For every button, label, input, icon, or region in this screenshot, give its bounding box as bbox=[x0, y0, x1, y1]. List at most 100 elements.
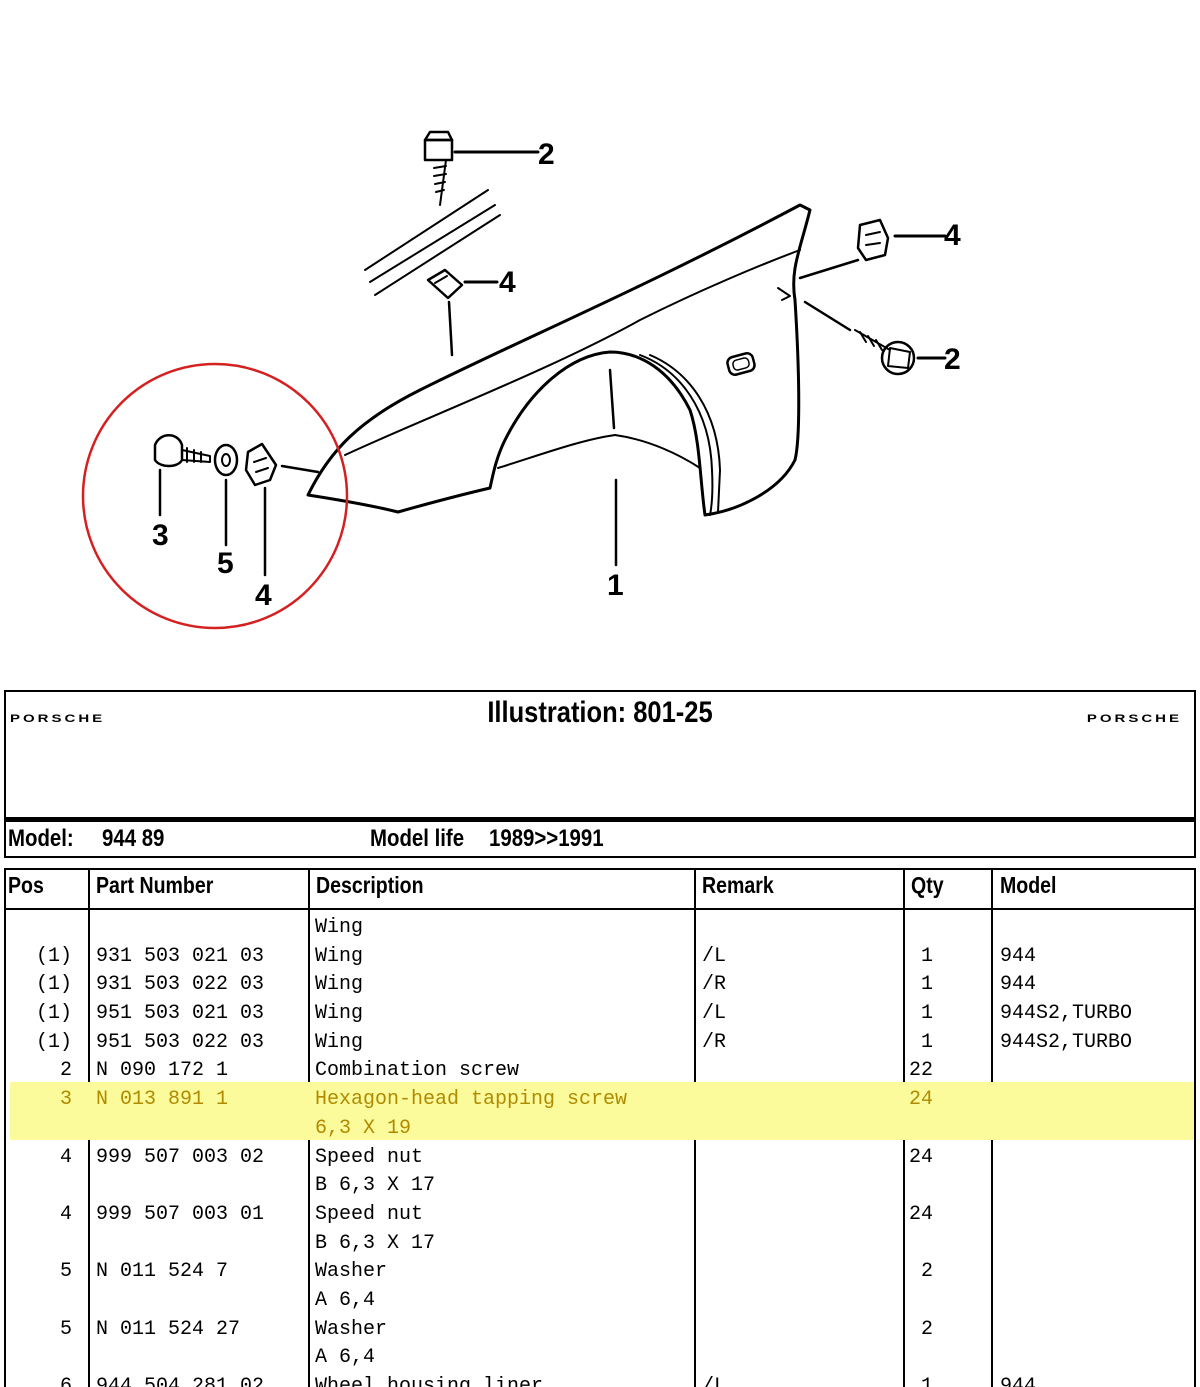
row-description: Wing bbox=[315, 1002, 364, 1026]
row-qty: 2 bbox=[920, 1260, 933, 1284]
row-remark: /L bbox=[702, 1002, 727, 1026]
row-model: 944 bbox=[1000, 973, 1037, 997]
row-description: Washer A 6,4 bbox=[315, 1260, 388, 1312]
table-row: (1) 931 503 021 03 Wing/L 1 944 bbox=[6, 939, 1194, 968]
row-part-number: N 011 524 27 bbox=[96, 1317, 241, 1341]
row-pos: 3 bbox=[59, 1088, 72, 1112]
row-part-number: 931 503 022 03 bbox=[96, 973, 265, 997]
row-pos: 5 bbox=[59, 1260, 72, 1284]
row-description: Wing bbox=[315, 1030, 364, 1054]
wheel-arch-lip bbox=[639, 354, 714, 516]
row-pos: 5 bbox=[59, 1317, 72, 1341]
row-pos: (1) bbox=[35, 973, 72, 997]
wing-crease bbox=[344, 249, 801, 456]
row-pos: (1) bbox=[35, 944, 72, 968]
table-row: 4 999 507 003 01 Speed nut B 6,3 X 17 24 bbox=[6, 1197, 1194, 1255]
col-header-remark: Remark bbox=[702, 872, 774, 898]
illustration-title: Illustration: 801-25 bbox=[487, 696, 713, 729]
row-part-number: 999 507 003 02 bbox=[96, 1145, 265, 1169]
model-life-value: 1989>>1991 bbox=[489, 825, 604, 852]
brand-logo-left: PORSCHE bbox=[10, 712, 106, 725]
row-description: Speed nut B 6,3 X 17 bbox=[315, 1145, 436, 1198]
row-model: 944S2,TURBO bbox=[1000, 1030, 1133, 1054]
row-part-number: 951 503 021 03 bbox=[96, 1002, 265, 1026]
callout-5: 5 bbox=[217, 547, 234, 580]
row-description: Speed nut B 6,3 X 17 bbox=[315, 1202, 436, 1255]
row-pos: 6 bbox=[59, 1375, 72, 1387]
col-header-model: Model bbox=[1000, 872, 1057, 898]
model-life-label: Model life bbox=[370, 825, 465, 852]
model-value: 944 89 bbox=[102, 825, 165, 852]
col-header-qty: Qty bbox=[911, 872, 944, 898]
row-model: 944 bbox=[1000, 944, 1037, 968]
row-description: Hexagon-head tapping screw 6,3 X 19 bbox=[315, 1088, 628, 1140]
row-qty: 1 bbox=[920, 944, 933, 968]
row-qty: 1 bbox=[920, 1030, 933, 1054]
callout-4-detail: 4 bbox=[255, 579, 272, 612]
col-header-description: Description bbox=[316, 872, 424, 898]
brand-logo-right: PORSCHE bbox=[1086, 712, 1182, 725]
table-row: 2 N 090 172 1 Combination screw 22 bbox=[6, 1053, 1194, 1082]
row-part-number: 944 504 281 02 bbox=[96, 1375, 265, 1387]
row-remark: /L bbox=[702, 944, 727, 968]
row-pos: (1) bbox=[35, 1030, 72, 1054]
detail-circle bbox=[81, 362, 349, 630]
callout-2-right: 2 bbox=[944, 343, 961, 376]
row-remark: /R bbox=[702, 1030, 727, 1054]
row-part-number: 999 507 003 01 bbox=[96, 1202, 265, 1226]
sheet-header: PORSCHE Illustration: 801-25 PORSCHE bbox=[4, 690, 1196, 820]
row-remark: /L bbox=[702, 1375, 727, 1387]
table-row: (1) 931 503 022 03 Wing/R 1 944 bbox=[6, 967, 1194, 996]
row-description: Washer A 6,4 bbox=[315, 1317, 388, 1370]
callout-4-right: 4 bbox=[944, 219, 961, 252]
table-row: (1) 951 503 022 03 Wing/R 1 944S2,TURBO bbox=[6, 1025, 1194, 1054]
model-info-row: Model: 944 89 Model life 1989>>1991 bbox=[4, 820, 1196, 858]
side-marker bbox=[726, 352, 756, 376]
row-qty: 1 bbox=[920, 1375, 933, 1387]
row-qty: 22 bbox=[909, 1059, 934, 1083]
row-qty: 24 bbox=[909, 1145, 934, 1169]
row-description: Wing bbox=[315, 973, 364, 997]
exploded-diagram: 2 4 4 2 3 5 4 1 bbox=[0, 0, 1200, 690]
row-pos: 4 bbox=[59, 1145, 72, 1169]
wing-illustration: 2 4 4 2 3 5 4 1 bbox=[81, 130, 961, 630]
row-qty: 24 bbox=[909, 1088, 934, 1112]
row-remark: /R bbox=[702, 973, 727, 997]
row-part-number: 951 503 022 03 bbox=[96, 1030, 265, 1054]
row-pos: (1) bbox=[35, 1002, 72, 1026]
table-row: 4 999 507 003 02 Speed nut B 6,3 X 17 24 bbox=[6, 1140, 1194, 1198]
row-qty: 2 bbox=[920, 1317, 933, 1341]
row-part-number: N 090 172 1 bbox=[96, 1059, 229, 1083]
callout-2-top: 2 bbox=[538, 138, 555, 171]
row-model: 944S2,TURBO bbox=[1000, 1002, 1133, 1026]
row-description: Wing bbox=[315, 944, 364, 968]
callout-1: 1 bbox=[607, 569, 624, 602]
table-row: Wing bbox=[6, 910, 1194, 939]
row-description: Wheel housing liner bbox=[315, 1375, 544, 1387]
row-qty: 1 bbox=[920, 1002, 933, 1026]
parts-sheet: PORSCHE Illustration: 801-25 PORSCHE Mod… bbox=[4, 690, 1196, 1387]
parts-table: Pos Part Number Description Remark Qty M… bbox=[4, 868, 1196, 1387]
row-model: 944 bbox=[1000, 1375, 1037, 1387]
model-label: Model: bbox=[8, 825, 74, 852]
table-row: 6 944 504 281 02 Wheel housing liner/L 1 944 bbox=[6, 1369, 1194, 1387]
row-pos: 4 bbox=[59, 1202, 72, 1226]
wheel-arch-inner bbox=[497, 434, 701, 469]
table-body: Wing (1) 931 503 021 03 Wing/L 1 944 (1) 931 50… bbox=[6, 910, 1194, 1387]
table-row: 5 N 011 524 7 Washer A 6,4 2 bbox=[6, 1254, 1194, 1312]
row-part-number: N 013 891 1 bbox=[96, 1088, 229, 1112]
row-part-number: 931 503 021 03 bbox=[96, 944, 265, 968]
row-description: Combination screw bbox=[315, 1059, 520, 1083]
row-description: Wing bbox=[315, 916, 364, 939]
table-row: 5 N 011 524 27 Washer A 6,4 2 bbox=[6, 1312, 1194, 1370]
col-header-pos: Pos bbox=[8, 872, 44, 898]
callout-4-top: 4 bbox=[499, 266, 516, 299]
row-qty: 24 bbox=[909, 1202, 934, 1226]
col-header-part-number: Part Number bbox=[96, 872, 214, 898]
table-row: (1) 951 503 021 03 Wing/L 1 944S2,TURBO bbox=[6, 996, 1194, 1025]
wing-outline bbox=[306, 203, 812, 517]
row-part-number: N 011 524 7 bbox=[96, 1260, 229, 1284]
row-qty: 1 bbox=[920, 973, 933, 997]
callout-3: 3 bbox=[152, 519, 169, 552]
row-pos: 2 bbox=[59, 1059, 72, 1083]
